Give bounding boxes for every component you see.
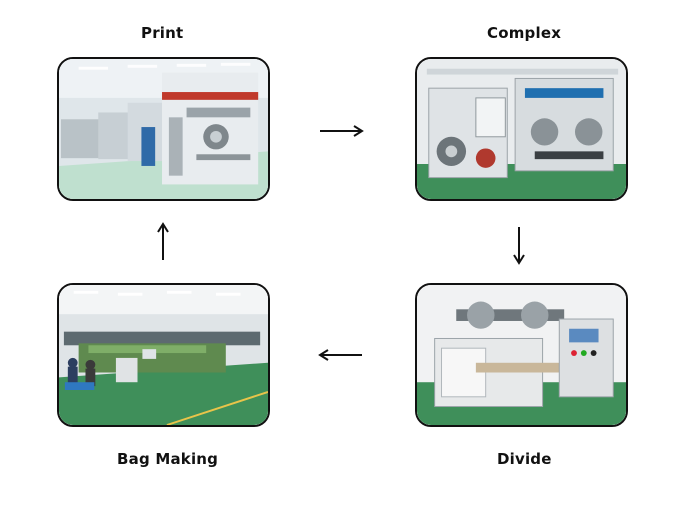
complex-machine-photo	[415, 57, 628, 201]
divide-machine-photo	[415, 283, 628, 427]
step-label-bag-making: Bag Making	[117, 450, 219, 468]
step-label-complex: Complex	[487, 24, 562, 42]
print-machine-photo	[57, 57, 270, 201]
arrow-up-icon	[157, 222, 169, 260]
arrow-right-icon	[320, 125, 364, 137]
step-label-print: Print	[141, 24, 184, 42]
bag-making-machine-photo	[57, 283, 270, 427]
arrow-left-icon	[318, 349, 362, 361]
arrow-down-icon	[513, 227, 525, 265]
step-label-divide: Divide	[497, 450, 552, 468]
